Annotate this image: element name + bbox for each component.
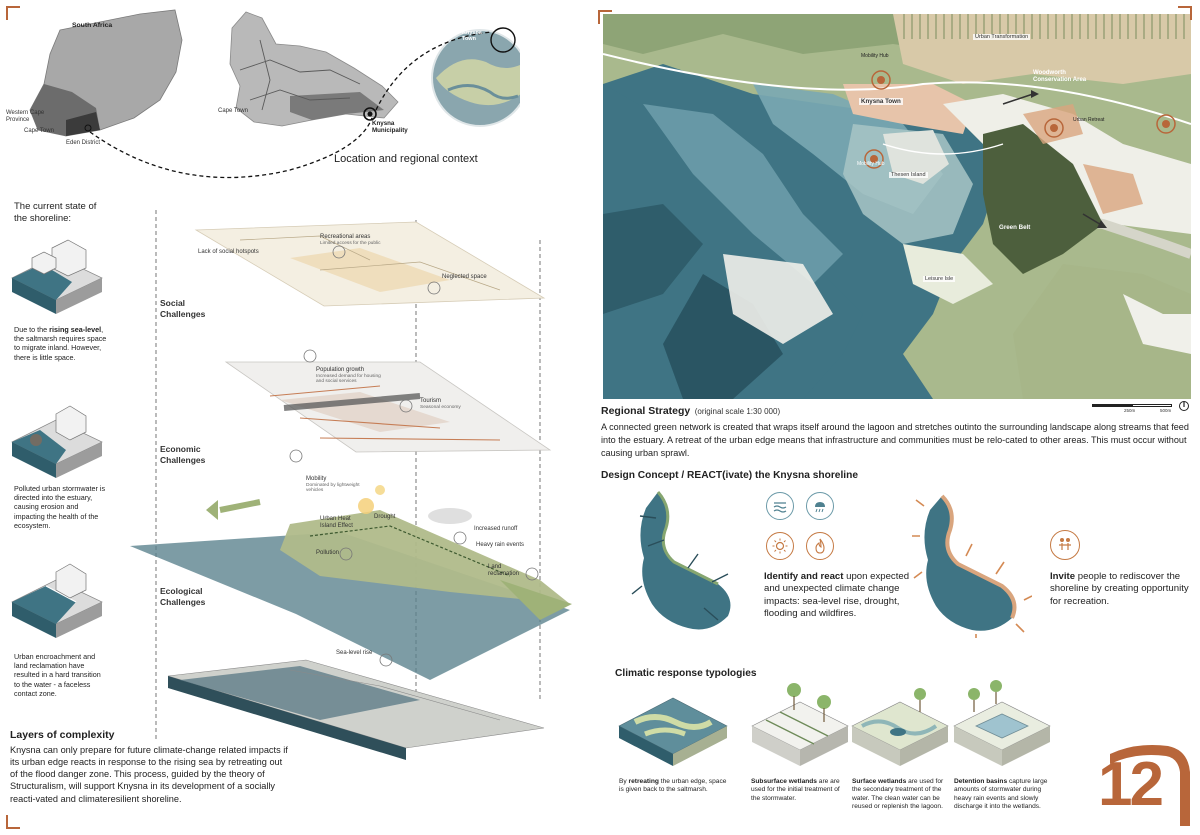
regional-scale: (original scale 1:30 000) [694, 407, 781, 416]
shoreline-block-1 [6, 228, 106, 320]
economic-challenges-label: Economic Challenges [160, 444, 206, 466]
knysna-municipality-label: Knysna Municipality [372, 120, 408, 135]
rain-cloud-icon [806, 492, 834, 520]
corner-top-right [1178, 6, 1192, 20]
sea-level-rise-label: Sea-level rise [336, 650, 373, 656]
concept-identify-text: Identify and react upon expected and une… [764, 571, 910, 620]
layers-svg [130, 210, 572, 760]
typology-4-block [952, 676, 1052, 772]
corner-bottom-left [6, 815, 20, 829]
concept-map-invite [912, 488, 1033, 638]
shoreline-caption-2: Polluted urban stormwater is directed in… [14, 484, 106, 530]
regional-strategy: Regional Strategy (original scale 1:30 0… [601, 401, 1191, 460]
western-cape-label: Western Cape Province [6, 110, 45, 123]
page-number-frame: 12 [1096, 738, 1196, 832]
heat-island-label: Urban Heat Island Effect [320, 516, 353, 529]
typology-3-block [850, 676, 950, 772]
runoff-label: Increased runoff [474, 526, 518, 532]
complexity-text: Knysna can only prepare for future clima… [10, 745, 288, 804]
typologies-title: Climatic response typologies [615, 668, 757, 679]
social-challenges-label: Social Challenges [160, 298, 206, 320]
sun-drought-icon [766, 532, 794, 560]
eden-district-region [66, 112, 100, 136]
regional-text: A connected green network is created tha… [601, 422, 1189, 458]
eden-district-label: Eden District [66, 140, 101, 146]
map-knysna-town: Knysna Town [859, 98, 903, 105]
cape-town-label-mid: Cape Town [218, 108, 248, 114]
concept-icons [762, 488, 844, 570]
corner-top-mid [598, 10, 612, 24]
ecological-challenges-label: Ecological Challenges [160, 586, 206, 608]
shoreline-block-3 [6, 552, 106, 644]
ecological-water-plane [130, 532, 570, 680]
heavy-rain-label: Heavy rain events [476, 542, 525, 548]
typology-4-caption: Detention basins capture large amounts o… [954, 778, 1048, 811]
pollution-label: Pollution [316, 550, 340, 556]
map-scale-bar: 250m 500m [1092, 401, 1189, 418]
page-number: 12 [1098, 750, 1164, 819]
recreational-label: Recreational areas Limited access for th… [320, 234, 381, 246]
regional-title: Regional Strategy [601, 405, 691, 417]
shoreline-title: The current state of the shoreline: [14, 201, 97, 225]
concept-map-identify [628, 488, 740, 638]
eden-district-mid [290, 92, 384, 120]
scale-label-a: 250m [1124, 408, 1136, 413]
lack-social-label: Lack of social hotspots [198, 249, 259, 255]
typology-1-caption: By retreating the urban edge, space is g… [619, 778, 727, 794]
map-green-belt: Green Belt [999, 224, 1031, 231]
location-context: South Africa Western Cape Province Cape … [0, 0, 529, 180]
land-reclamation-label: Land reclamation [488, 564, 520, 577]
scale-label-b: 500m [1160, 408, 1172, 413]
map-mobility-hub-2: Mobility Hub [857, 161, 885, 167]
people-icon [1050, 530, 1080, 560]
typology-2-caption: Subsurface wetlands are are used for the… [751, 778, 840, 802]
cape-town-label-left: Cape Town [24, 128, 54, 134]
sea-level-icon [766, 492, 794, 520]
concept-invite-text: Invite people to rediscover the shorelin… [1050, 571, 1189, 607]
tourism-label: Tourism Seasonal economy [420, 398, 461, 410]
concept-title: Design Concept / REACT(ivate) the Knysna… [601, 470, 858, 481]
location-maps [29, 9, 529, 179]
shoreline-caption-3: Urban encroachment and land reclamation … [14, 652, 101, 698]
map-leisure-isle: Leisure Isle [923, 276, 956, 282]
north-arrow-icon [1179, 401, 1189, 411]
complexity-title: Layers of complexity [10, 729, 115, 741]
layers-diagram: Social Challenges Economic Challenges Ec… [120, 200, 590, 760]
shoreline-caption-1: Due to the rising sea-level, the saltmar… [14, 325, 107, 362]
location-caption: Location and regional context [334, 153, 478, 165]
typology-1-block [615, 682, 730, 772]
knysna-town-circle-label: Knysna Town [462, 30, 482, 43]
regional-map-svg [603, 14, 1191, 399]
population-label: Population growth Increased demand for h… [316, 367, 381, 384]
map-urban-transformation: Urban Transformation [973, 34, 1031, 40]
map-conservation: Woodworth Conservation Area [1033, 70, 1087, 83]
green-belt-area [983, 124, 1103, 274]
town-area [843, 84, 973, 134]
south-africa-label: South Africa [72, 22, 113, 29]
fire-icon [806, 532, 834, 560]
drought-label: Drought [374, 514, 396, 520]
map-retreat: Urban Retreat [1073, 117, 1105, 123]
corner-top-left [6, 6, 20, 20]
shoreline-block-2 [6, 392, 106, 484]
neglected-label: Neglected space [442, 274, 487, 280]
typology-3-caption: Surface wetlands are used for the second… [852, 778, 944, 811]
regional-map: Urban Transformation Woodworth Conservat… [603, 14, 1191, 399]
typology-2-block [750, 676, 850, 772]
mobility-label: Mobility Dominated by lightweight vehicl… [306, 476, 360, 493]
map-thesen-island: Thesen Island [889, 172, 928, 178]
map-mobility-hub: Mobility Hub [861, 53, 889, 59]
ecological-green-band [280, 510, 570, 604]
complexity-section: Layers of complexity Knysna can only pre… [10, 729, 292, 805]
